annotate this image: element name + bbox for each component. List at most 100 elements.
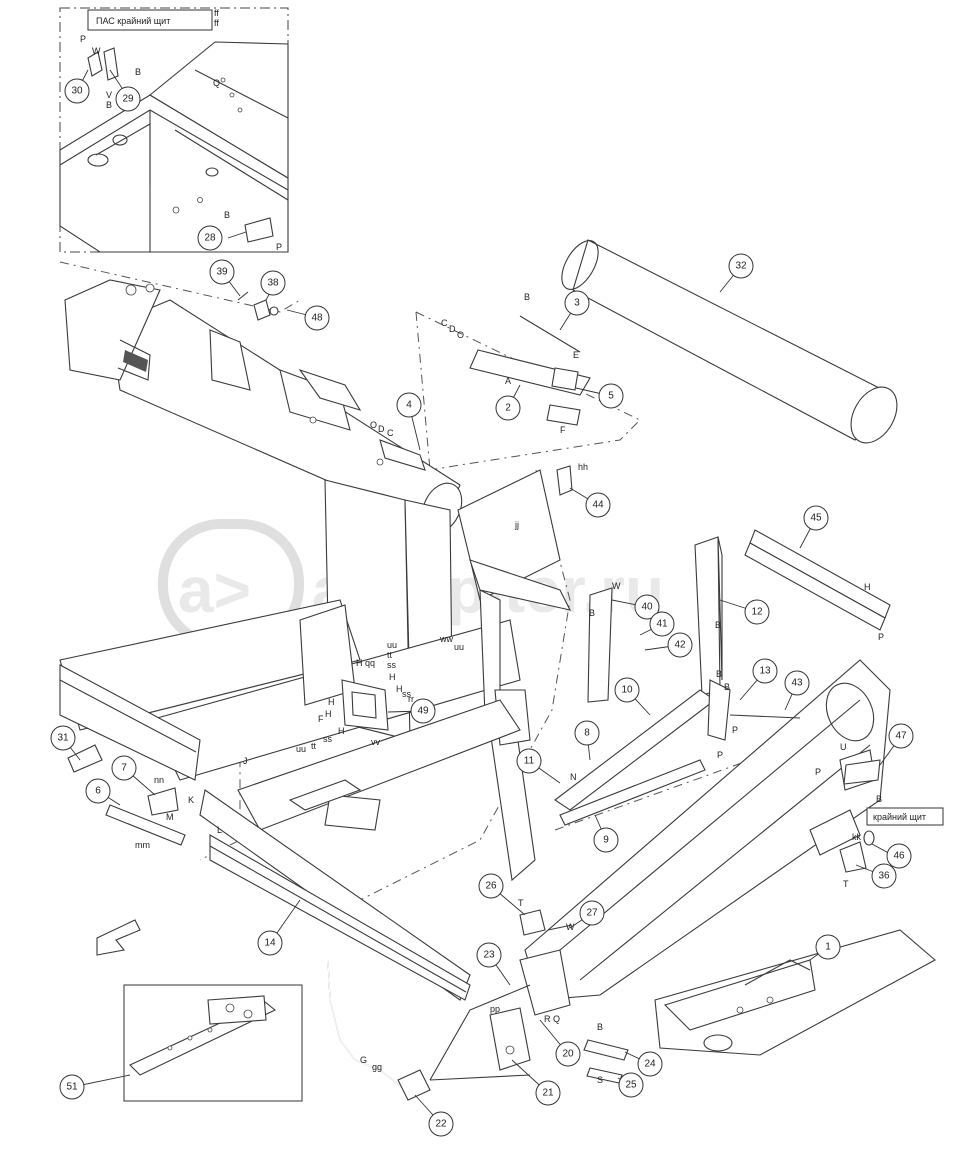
svg-text:25: 25: [625, 1080, 637, 1091]
svg-text:20: 20: [562, 1049, 574, 1060]
letter-H-3: H: [389, 672, 396, 682]
callout-24: 24: [637, 1051, 663, 1077]
callout-5: 5: [598, 383, 624, 409]
callout-2: 2: [495, 395, 521, 421]
callout-30: 30: [64, 78, 90, 104]
letter-ff-1: ff: [214, 8, 219, 18]
letter-F-2: F: [318, 714, 324, 724]
letter-D-2: D: [378, 424, 385, 434]
callout-14: 14: [257, 930, 283, 956]
callout-27: 27: [579, 900, 605, 926]
letter-B-inset-1: B: [135, 67, 141, 77]
svg-text:29: 29: [122, 94, 134, 105]
component-24-25: [583, 1039, 629, 1084]
svg-text:48: 48: [311, 313, 323, 324]
callout-43: 43: [784, 670, 810, 696]
svg-text:ПАС крайний щит: ПАС крайний щит: [96, 16, 170, 26]
letter-C-2: C: [387, 428, 394, 438]
svg-text:10: 10: [621, 685, 633, 696]
letter-O-1: O: [457, 330, 464, 340]
svg-text:8: 8: [584, 728, 590, 739]
svg-text:32: 32: [735, 261, 747, 272]
svg-text:43: 43: [791, 678, 803, 689]
callout-51: 51: [59, 1074, 85, 1100]
svg-text:23: 23: [483, 950, 495, 961]
letter-L: L: [217, 825, 222, 835]
letter-W-2: W: [612, 581, 621, 591]
letter-H-1: H: [864, 582, 871, 592]
svg-text:40: 40: [641, 602, 653, 613]
component-31: [67, 744, 103, 773]
letter-A-1: A: [505, 376, 511, 386]
svg-text:5: 5: [608, 391, 614, 402]
letter-H-7: H: [338, 726, 345, 736]
letter-vv: vv: [371, 737, 381, 747]
letter-D-1: D: [449, 324, 456, 334]
letter-qq: qq: [365, 658, 375, 668]
callout-45: 45: [803, 505, 829, 531]
letter-J: J: [243, 756, 248, 766]
svg-text:27: 27: [586, 908, 598, 919]
svg-text:38: 38: [267, 278, 279, 289]
svg-text:36: 36: [878, 871, 890, 882]
letter-W-3: W: [566, 922, 575, 932]
svg-text:21: 21: [542, 1088, 554, 1099]
letter-N: N: [570, 772, 577, 782]
letter-F-1: F: [560, 425, 566, 435]
letter-ss-2: ss: [402, 689, 412, 699]
letter-H-6: H: [325, 709, 332, 719]
letter-jj: jj: [514, 520, 519, 530]
letter-H-5: H: [328, 697, 335, 707]
component-22-tube: [327, 959, 531, 1101]
letter-P-1: P: [878, 632, 884, 642]
svg-text:30: 30: [71, 86, 83, 97]
letter-tt-1: tt: [387, 650, 393, 660]
svg-text:2: 2: [505, 403, 511, 414]
callout-29: 29: [115, 86, 141, 112]
letter-Q-1: Q: [553, 1014, 560, 1024]
svg-text:7: 7: [121, 763, 127, 774]
callout-31: 31: [50, 725, 76, 751]
letter-M: M: [166, 812, 174, 822]
letter-ss-1: ss: [387, 660, 397, 670]
component-45-channel: [744, 529, 891, 631]
letter-G: G: [360, 1055, 367, 1065]
inset-title-label: ПАС крайний щит: [87, 9, 213, 31]
left-rails: [59, 664, 471, 1001]
letter-B-4: B: [716, 669, 722, 679]
callout-44: 44: [585, 492, 611, 518]
letter-ww: ww: [439, 634, 453, 644]
callout-1: 1: [815, 934, 841, 960]
watermark-mark: a>: [178, 554, 251, 626]
letter-H-4: H: [396, 684, 403, 694]
callout-12: 12: [744, 599, 770, 625]
callout-10: 10: [614, 677, 640, 703]
svg-text:45: 45: [810, 513, 822, 524]
svg-text:47: 47: [895, 731, 907, 742]
callout-46: 46: [886, 843, 912, 869]
letter-P-inset-2: P: [276, 242, 282, 252]
letter-uu-1: uu: [454, 642, 464, 652]
letter-C-1: C: [441, 318, 448, 328]
letter-B-7: B: [597, 1022, 603, 1032]
svg-text:31: 31: [57, 733, 69, 744]
callout-8: 8: [574, 720, 600, 746]
svg-text:4: 4: [406, 400, 412, 411]
letter-B-3: B: [715, 620, 721, 630]
callout-48: 48: [304, 305, 330, 331]
letter-B-1: B: [524, 292, 530, 302]
callout-38: 38: [260, 270, 286, 296]
component-1-plate: [654, 929, 936, 1056]
svg-text:12: 12: [751, 607, 763, 618]
letter-P-2: P: [732, 725, 738, 735]
reference-letters: ff ff Q P W B V B B P B C D O A E F O D …: [80, 8, 884, 1085]
callout-28: 28: [197, 225, 223, 251]
callout-20: 20: [555, 1041, 581, 1067]
svg-text:44: 44: [592, 500, 604, 511]
callout-42: 42: [667, 632, 693, 658]
letter-U: U: [840, 742, 847, 752]
callout-47: 47: [888, 723, 914, 749]
svg-text:49: 49: [417, 706, 429, 717]
svg-text:28: 28: [204, 233, 216, 244]
letter-uu-3: uu: [296, 744, 306, 754]
